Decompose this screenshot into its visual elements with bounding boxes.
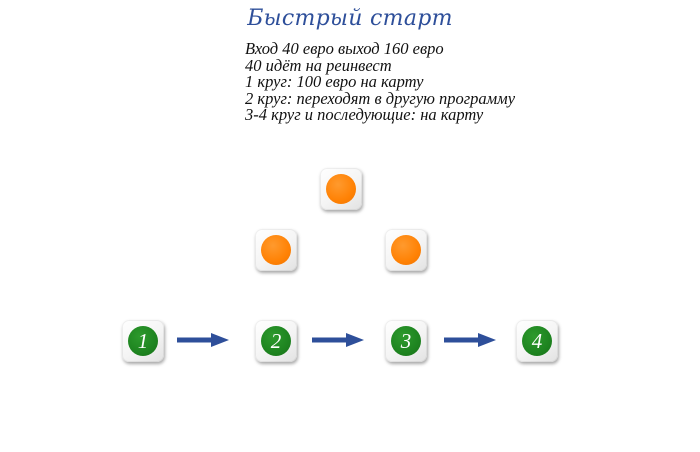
green-dot-icon: 4 (522, 326, 552, 356)
pyramid-tile-top (320, 168, 362, 210)
rule-line: 1 круг: 100 евро на карту (245, 72, 424, 91)
step-tile-1: 1 (122, 320, 164, 362)
step-tile-3: 3 (385, 320, 427, 362)
green-dot-icon: 1 (128, 326, 158, 356)
rule-line: 2 круг: переходят в другую программу (245, 88, 516, 108)
step-tile-2: 2 (255, 320, 297, 362)
step-tile-4: 4 (516, 320, 558, 362)
step-number: 4 (531, 328, 543, 353)
green-dot-icon: 2 (261, 326, 291, 356)
page-title: Быстрый старт (247, 6, 453, 31)
arrow-right-icon (312, 333, 364, 347)
step-number: 2 (270, 328, 282, 353)
orange-dot-icon (391, 235, 421, 265)
pyramid-tile-right (385, 229, 427, 271)
pyramid-tile-left (255, 229, 297, 271)
step-number: 1 (137, 328, 149, 353)
orange-dot-icon (261, 235, 291, 265)
orange-dot-icon (326, 174, 356, 204)
rule-line: Вход 40 евро выход 160 евро (245, 39, 444, 58)
arrow-right-icon (177, 333, 229, 347)
rule-line: 3-4 круг и последующие: на карту (245, 105, 484, 124)
step-number: 3 (400, 328, 412, 353)
green-dot-icon: 3 (391, 326, 421, 356)
rules-text: Вход 40 евро выход 160 евро 40 идёт на р… (245, 39, 675, 124)
arrow-right-icon (444, 333, 496, 347)
rule-line: 40 идёт на реинвест (245, 55, 392, 75)
